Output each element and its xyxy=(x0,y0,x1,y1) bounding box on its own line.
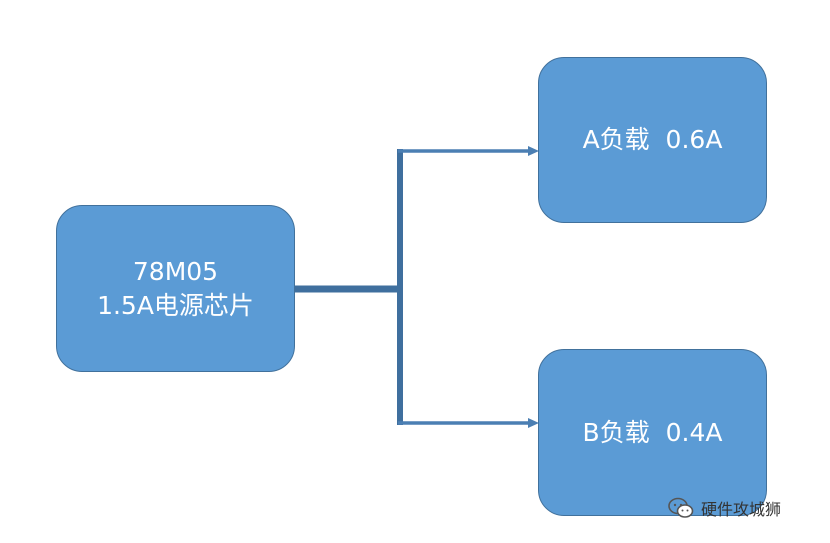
arrow-head-a xyxy=(528,146,539,156)
load-b-label: B负载 0.4A xyxy=(582,417,723,447)
load-b-node: B负载 0.4A xyxy=(538,349,767,516)
power-chip-node: 78M05 1.5A电源芯片 xyxy=(56,205,295,372)
power-chip-description: 1.5A电源芯片 xyxy=(97,290,254,320)
wechat-icon xyxy=(668,497,694,519)
watermark-text: 硬件攻城狮 xyxy=(701,500,782,519)
power-chip-model: 78M05 xyxy=(132,256,219,286)
load-a-node: A负载 0.6A xyxy=(538,57,767,223)
load-a-label: A负载 0.6A xyxy=(582,125,723,154)
watermark: 硬件攻城狮 xyxy=(668,496,781,520)
arrow-head-b xyxy=(528,418,539,428)
